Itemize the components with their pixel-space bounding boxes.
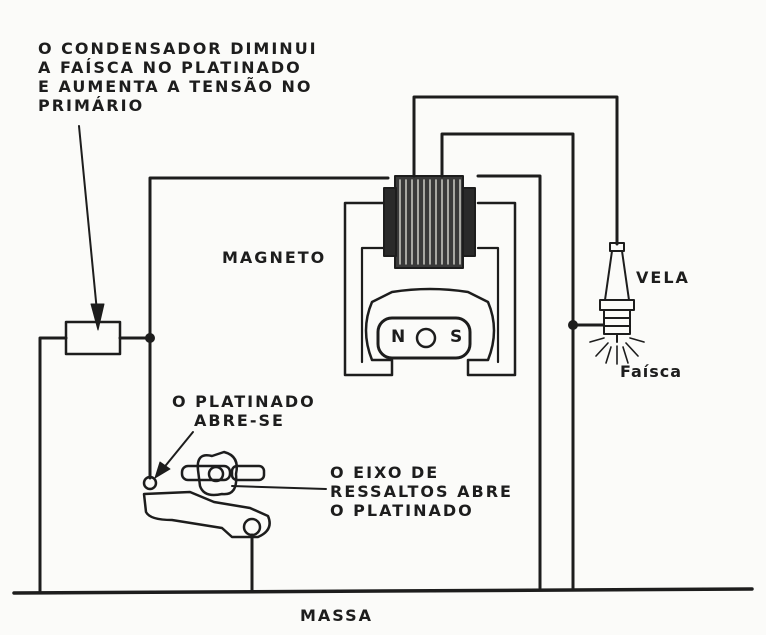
condenser-arrow-head	[90, 303, 105, 331]
points-open-line-1: O PLATINADO	[172, 392, 316, 411]
breaker-pivot	[242, 517, 262, 537]
ground-line	[12, 587, 754, 595]
points-arrow-head	[154, 461, 171, 479]
secondary-wire	[412, 95, 619, 246]
primary-wire	[148, 176, 390, 480]
condenser-arrow-line	[78, 125, 99, 323]
cam-note-line-1: O EIXO DE	[330, 463, 440, 482]
spark-plug	[599, 242, 635, 343]
magnet-south-label: S	[450, 327, 463, 347]
cam-note-line-2: RESSALTOS ABRE	[330, 482, 513, 501]
cam-note-line-3: O PLATINADO	[330, 501, 474, 520]
condenser-note-line-2: A FAÍSCA NO PLATINADO	[38, 58, 302, 77]
cam-shaft	[180, 450, 266, 497]
pole-shoe	[360, 246, 500, 364]
condenser-note-line-4: PRIMÁRIO	[38, 96, 145, 115]
rotor-shaft	[415, 327, 437, 349]
contact-point	[142, 475, 158, 491]
coil-left-flange	[383, 187, 397, 257]
spark-label: Faísca	[620, 362, 683, 381]
condenser-note: O CONDENSADOR DIMINUI A FAÍSCA NO PLATIN…	[38, 39, 318, 115]
coil-wire-3	[476, 174, 542, 590]
magneto-label: MAGNETO	[222, 248, 327, 267]
condenser-note-line-3: E AUMENTA A TENSÃO NO	[38, 77, 313, 96]
points-arrow-line	[161, 431, 194, 471]
condenser-wire	[38, 336, 68, 594]
magnet-north-label: N	[391, 327, 406, 347]
spark-rays	[589, 337, 645, 365]
spark-plug-label: VELA	[636, 268, 690, 287]
breaker-arm	[142, 490, 271, 539]
coil-right-flange	[462, 187, 476, 257]
rotor-magnet	[376, 316, 472, 360]
coil-windings	[399, 179, 461, 265]
points-open-line-2: ABRE-SE	[194, 411, 285, 430]
condenser-note-line-1: O CONDENSADOR DIMINUI	[38, 39, 318, 58]
points-open-note: O PLATINADO ABRE-SE	[172, 392, 316, 430]
condenser-box	[64, 320, 122, 356]
coil-core	[394, 175, 464, 269]
magneto-frame	[343, 201, 517, 377]
coil-wire-2	[440, 132, 575, 590]
cam-note: O EIXO DE RESSALTOS ABRE O PLATINADO	[330, 463, 513, 520]
cam-leader-line	[231, 485, 327, 490]
ground-label: MASSA	[300, 606, 374, 625]
